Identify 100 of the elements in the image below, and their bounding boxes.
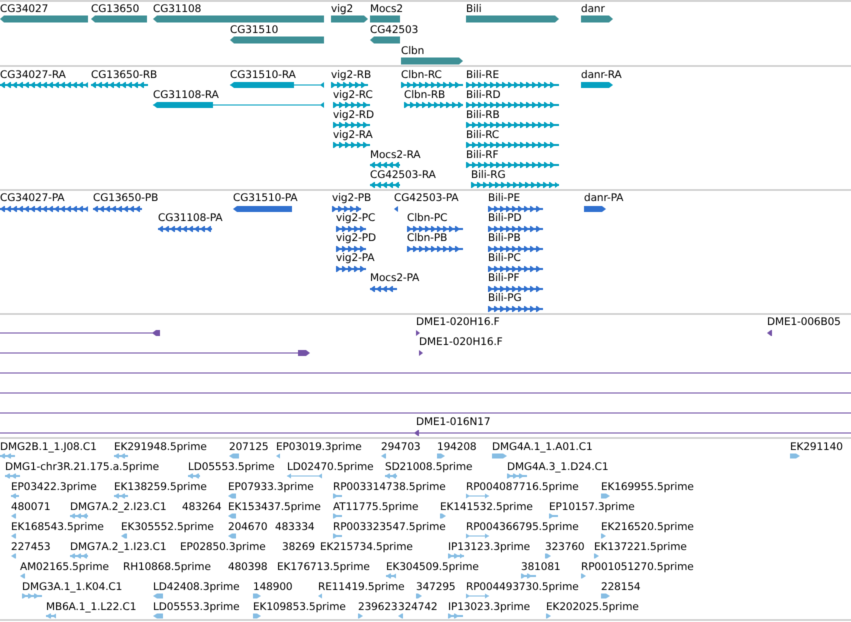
feature-label: DME1-020H16.F [416, 316, 500, 329]
feature-label: CG13650-RB [91, 69, 158, 82]
feature-label: EP07933.3prime [228, 481, 314, 494]
feature-label: DMG2B.1_1.J08.C1 [0, 441, 97, 454]
feature-label: 227453 [11, 541, 50, 554]
feature-label: EK291948.5prime [114, 441, 207, 454]
feature-label: EK304509.5prime [386, 561, 479, 574]
feature-label: EP02850.3prime [180, 541, 266, 554]
feature-label: Mocs2 [370, 3, 403, 16]
feature-label: EK176713.5prime [277, 561, 370, 574]
feature-label: Bili-PC [488, 252, 521, 265]
feature-label: CG31108 [153, 3, 202, 16]
feature-label: RP004493730.5prime [466, 581, 579, 594]
feature-label: Bili-RB [466, 109, 500, 122]
feature-label: RP004366795.5prime [466, 521, 579, 534]
feature-label: Clbn-RB [404, 89, 446, 102]
feature-label: 294703 [381, 441, 420, 454]
feature-label: 239623 [358, 601, 398, 614]
feature-label: AT11775.5prime [333, 501, 418, 514]
feature-label: vig2-RB [331, 69, 372, 82]
feature-label: 381081 [521, 561, 560, 574]
feature-label: vig2-RC [333, 89, 373, 102]
feature-label: AM02165.5prime [20, 561, 109, 574]
feature-label: 483264 [182, 501, 222, 514]
feature-label: danr [581, 3, 605, 16]
feature-label: 204670 [228, 521, 268, 534]
feature-label: danr-RA [581, 69, 622, 82]
feature-label: CG31510-RA [230, 69, 296, 82]
feature-label: CG31510 [230, 24, 278, 37]
feature-label: Bili-PB [488, 232, 521, 245]
feature-label: CG31108-PA [158, 212, 223, 225]
feature-label: DMG1-chr3R.21.175.a.5prime [5, 461, 159, 474]
feature-label: 323760 [545, 541, 584, 554]
feature-label: EP03019.3prime [276, 441, 362, 454]
feature-label: Bili-RC [466, 129, 500, 142]
feature-label: Mocs2-PA [370, 272, 420, 285]
feature-label: vig2-PB [332, 192, 372, 205]
feature-label: EK291140 [790, 441, 843, 454]
feature-label: CG13650 [91, 3, 140, 16]
feature-label: SD21008.5prime [385, 461, 472, 474]
feature-label: DME1-006B05 [767, 316, 841, 329]
feature-label: EP03422.3prime [11, 481, 97, 494]
feature-label: CG34027-PA [0, 192, 65, 205]
feature-label: LD42408.3prime [153, 581, 240, 594]
feature-label: EK169955.5prime [601, 481, 694, 494]
feature-label: CG31108-RA [153, 89, 219, 102]
feature-label: EK202025.5prime [546, 601, 639, 614]
feature-label: EK153437.5prime [228, 501, 321, 514]
feature-label: CG42503-PA [394, 192, 459, 205]
feature-label: Bili-RE [466, 69, 499, 82]
feature-label: 483334 [275, 521, 314, 534]
feature-label: CG31510-PA [233, 192, 298, 205]
feature-label: IP13023.3prime [448, 601, 530, 614]
feature-label: EK141532.5prime [440, 501, 533, 514]
feature-label: 324742 [398, 601, 438, 614]
feature-label: CG13650-PB [93, 192, 158, 205]
feature-label: 194208 [437, 441, 476, 454]
feature-label: 207125 [229, 441, 268, 454]
feature-label: 480071 [11, 501, 50, 514]
feature-label: danr-PA [584, 192, 624, 205]
feature-label: Bili-PE [488, 192, 520, 205]
feature-label: EK109853.5prime [253, 601, 346, 614]
feature-label: vig2-PD [336, 232, 376, 245]
feature-label: CG42503-RA [370, 169, 436, 182]
feature-label: EP10157.3prime [549, 501, 635, 514]
feature-label: Mocs2-RA [370, 149, 420, 162]
feature-label: 148900 [253, 581, 292, 594]
feature-label: Bili-RG [471, 169, 506, 182]
feature-label: vig2-RA [333, 129, 373, 142]
feature-label: Bili-PD [488, 212, 522, 225]
feature-label: 38269 [282, 541, 315, 554]
feature-label: RP003323547.5prime [333, 521, 446, 534]
feature-label: Bili-PF [488, 272, 520, 285]
feature-label: vig2-RD [333, 109, 374, 122]
feature-label: 347295 [416, 581, 456, 594]
feature-label: CG42503 [370, 24, 418, 37]
feature-label: LD02470.5prime [287, 461, 374, 474]
feature-label: vig2 [331, 3, 354, 16]
feature-label: Clbn-PC [407, 212, 448, 225]
feature-label: DMG4A.1_1.A01.C1 [492, 441, 593, 454]
feature-label: EK216520.5prime [601, 521, 694, 534]
feature-label: RP001051270.5prime [581, 561, 694, 574]
feature-label: LD05553.5prime [188, 461, 275, 474]
feature-label: vig2-PC [336, 212, 376, 225]
feature-label: EK168543.5prime [11, 521, 104, 534]
feature-label: RH10868.5prime [123, 561, 211, 574]
feature-label: Clbn-RC [401, 69, 442, 82]
feature-label: DMG3A.1_1.K04.C1 [22, 581, 122, 594]
feature-label: RP003314738.5prime [333, 481, 446, 494]
feature-label: DMG4A.3_1.D24.C1 [507, 461, 608, 474]
feature-label: Bili [466, 3, 482, 16]
feature-label: RE11419.5prime [318, 581, 405, 594]
feature-label: DMG7A.2_2.I23.C1 [70, 501, 166, 514]
feature-label: LD05553.3prime [153, 601, 240, 614]
feature-label: EK215734.5prime [320, 541, 413, 554]
feature-label: 228154 [601, 581, 640, 594]
feature-label: Clbn-PB [407, 232, 448, 245]
feature-label: DMG7A.2_1.I23.C1 [70, 541, 166, 554]
feature-label: Bili-PG [488, 292, 522, 305]
feature-label: RP004087716.5prime [466, 481, 579, 494]
